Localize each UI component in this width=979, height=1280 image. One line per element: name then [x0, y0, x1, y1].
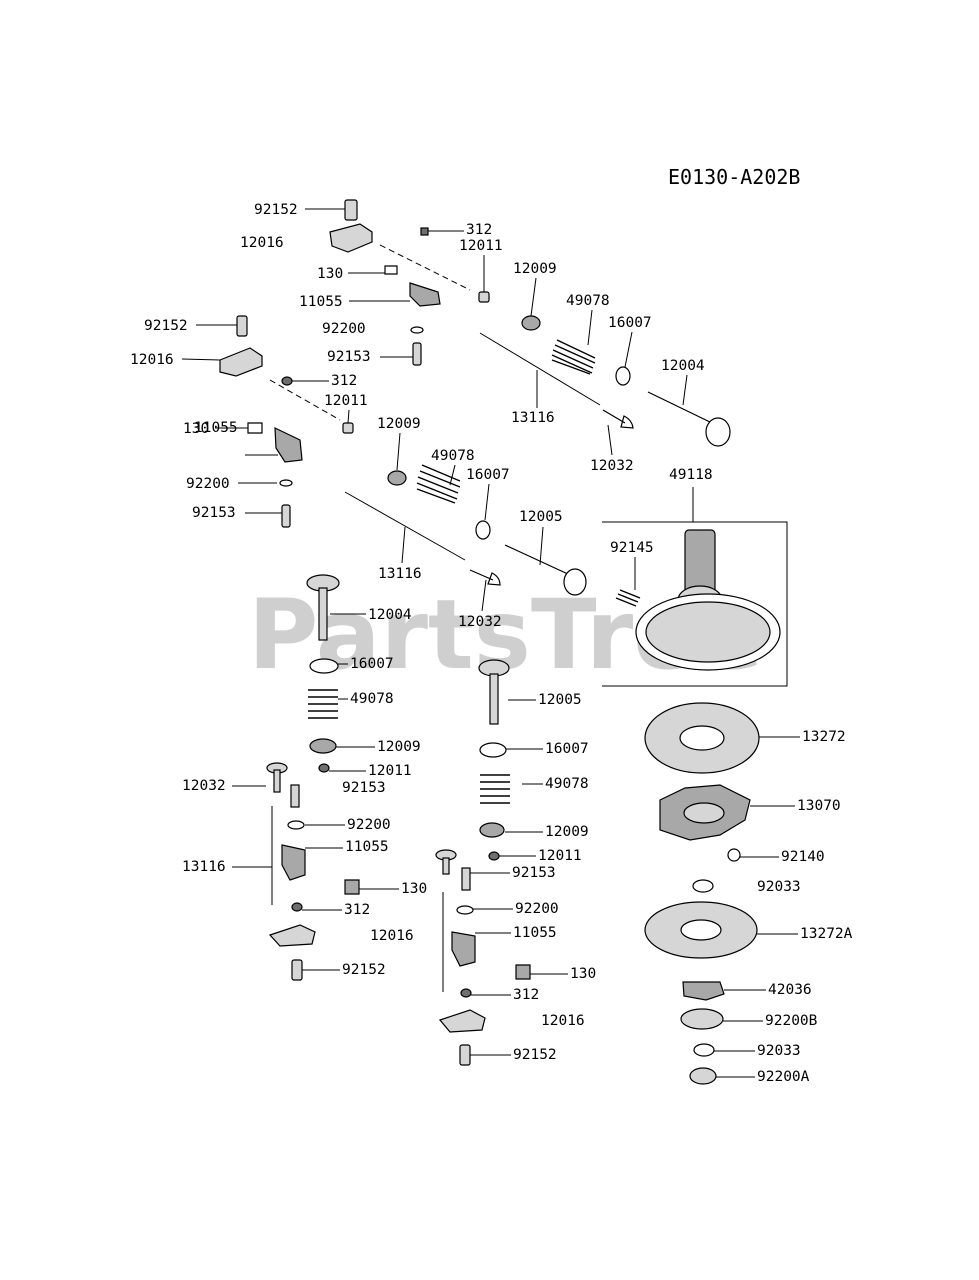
part-label[interactable]: 11055 [299, 294, 343, 310]
part-label[interactable]: 92140 [781, 849, 825, 865]
part-label[interactable]: 12011 [324, 393, 368, 409]
part-label[interactable]: 12004 [368, 607, 412, 623]
part-label[interactable]: 16007 [545, 741, 589, 757]
part-label[interactable]: 92145 [610, 540, 654, 556]
part-label[interactable]: 12005 [538, 692, 582, 708]
part-label[interactable]: 12016 [240, 235, 284, 251]
part-label[interactable]: 92153 [327, 349, 371, 365]
part-label[interactable]: 92153 [512, 865, 556, 881]
part-label[interactable]: 92200 [322, 321, 366, 337]
part-label[interactable]: 12009 [377, 739, 421, 755]
part-label[interactable]: 12004 [661, 358, 705, 374]
part-label[interactable]: 312 [344, 902, 370, 918]
part-label[interactable]: 92152 [144, 318, 188, 334]
part-label[interactable]: 12009 [545, 824, 589, 840]
part-label[interactable]: 92152 [342, 962, 386, 978]
part-label[interactable]: 92153 [192, 505, 236, 521]
part-label[interactable]: 13116 [511, 410, 555, 426]
part-label[interactable]: 92200 [186, 476, 230, 492]
part-label[interactable]: 49078 [566, 293, 610, 309]
left-rocker-assembly [219, 315, 587, 596]
part-label[interactable]: 12032 [182, 778, 226, 794]
part-label[interactable]: 49078 [545, 776, 589, 792]
part-label[interactable]: 130 [401, 881, 427, 897]
part-label[interactable]: 130 [570, 966, 596, 982]
part-label[interactable]: 11055 [345, 839, 389, 855]
part-label[interactable]: 49078 [350, 691, 394, 707]
part-label[interactable]: 42036 [768, 982, 812, 998]
part-label[interactable]: 92152 [254, 202, 298, 218]
part-label[interactable]: 11055 [194, 420, 238, 436]
part-label[interactable]: 13116 [378, 566, 422, 582]
part-label[interactable]: 92200 [515, 901, 559, 917]
part-label[interactable]: 312 [466, 222, 492, 238]
left-valve-stack [266, 574, 360, 981]
part-label[interactable]: 92153 [342, 780, 386, 796]
camshaft-assembly [602, 487, 788, 687]
part-label[interactable]: 12016 [130, 352, 174, 368]
part-label[interactable]: 13272A [800, 926, 853, 942]
part-label[interactable]: 130 [183, 421, 209, 437]
part-label[interactable]: 92033 [757, 1043, 801, 1059]
part-label[interactable]: 12005 [519, 509, 563, 525]
leader-lines [181, 208, 800, 1078]
part-label[interactable]: 49118 [669, 467, 713, 483]
part-label[interactable]: 12009 [377, 416, 421, 432]
part-label[interactable]: 12011 [538, 848, 582, 864]
upper-rocker-assembly [329, 199, 731, 447]
part-label[interactable]: 92200 [347, 817, 391, 833]
part-label[interactable]: 12016 [541, 1013, 585, 1029]
part-label[interactable]: 12032 [458, 614, 502, 630]
part-label[interactable]: 11055 [513, 925, 557, 941]
part-label[interactable]: 49078 [431, 448, 475, 464]
part-label[interactable]: 130 [317, 266, 343, 282]
part-label[interactable]: 12009 [513, 261, 557, 277]
part-label[interactable]: 16007 [350, 656, 394, 672]
part-label[interactable]: 92033 [757, 879, 801, 895]
governor-stack [644, 702, 760, 1085]
part-label[interactable]: 16007 [608, 315, 652, 331]
part-label[interactable]: 312 [513, 987, 539, 1003]
part-label[interactable]: 12011 [368, 763, 412, 779]
part-label[interactable]: 12032 [590, 458, 634, 474]
part-label[interactable]: 13116 [182, 859, 226, 875]
part-label[interactable]: 92200A [757, 1069, 810, 1085]
part-label[interactable]: 13272 [802, 729, 846, 745]
part-label[interactable]: 12016 [370, 928, 414, 944]
part-label[interactable]: 13070 [797, 798, 841, 814]
part-label[interactable]: 312 [331, 373, 357, 389]
part-label[interactable]: 92152 [513, 1047, 557, 1063]
part-label[interactable]: 92200B [765, 1013, 818, 1029]
diagram-code: E0130-A202B [668, 165, 800, 189]
middle-valve-stack [435, 659, 531, 1066]
part-label[interactable]: 16007 [466, 467, 510, 483]
part-label[interactable]: 12011 [459, 238, 503, 254]
